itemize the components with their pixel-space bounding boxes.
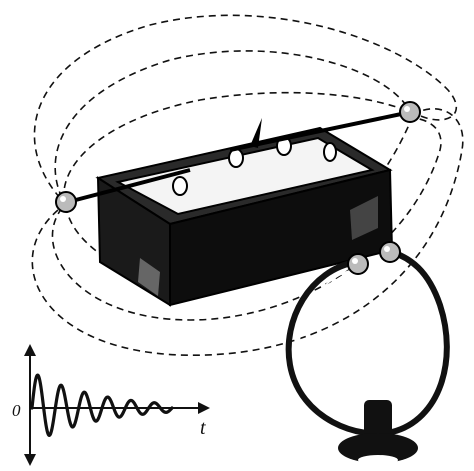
field-line-middle-bottom xyxy=(51,117,442,321)
field-line-inner-top xyxy=(63,91,411,201)
antenna-rod-right xyxy=(229,111,407,152)
receiver-ball-left xyxy=(347,253,369,275)
receiver-ball-right xyxy=(379,241,401,263)
antenna-rod-left xyxy=(67,168,191,204)
antenna-ball-left-shine xyxy=(60,196,66,202)
antenna-ball-right xyxy=(399,101,421,123)
box-edge-highlight xyxy=(350,196,378,240)
terminal-4 xyxy=(323,142,337,162)
graph-time-label: t xyxy=(200,417,206,439)
stand-base-rim xyxy=(358,455,398,465)
box-terminals xyxy=(172,136,337,196)
receiver-stand xyxy=(338,400,418,465)
oscillator-box xyxy=(95,126,394,307)
damped-wave xyxy=(30,373,174,437)
graph-vertical-arrow xyxy=(24,344,36,356)
antenna-ball-left xyxy=(55,191,77,213)
field-line-outer-top xyxy=(33,14,458,199)
antenna-ball-right-shine xyxy=(404,106,410,112)
graph-time-arrow xyxy=(198,402,210,414)
graph-origin-label: 0 xyxy=(12,401,21,420)
box-highlight xyxy=(138,258,160,296)
stand-base xyxy=(338,433,418,463)
antenna-spark-tip xyxy=(250,118,262,148)
oscillation-graph: 0 t xyxy=(12,344,210,466)
field-line-outer-bottom xyxy=(31,108,464,356)
terminal-1 xyxy=(172,176,188,196)
field-line-middle-top xyxy=(54,50,409,199)
receiver-ring-highlight xyxy=(298,269,389,424)
receiver-ball-left-shine xyxy=(352,258,358,264)
antenna xyxy=(55,101,421,213)
graph-vertical-arrow-bottom xyxy=(24,454,36,466)
receiver-ball-right-shine xyxy=(384,246,390,252)
stand-post xyxy=(364,400,392,444)
